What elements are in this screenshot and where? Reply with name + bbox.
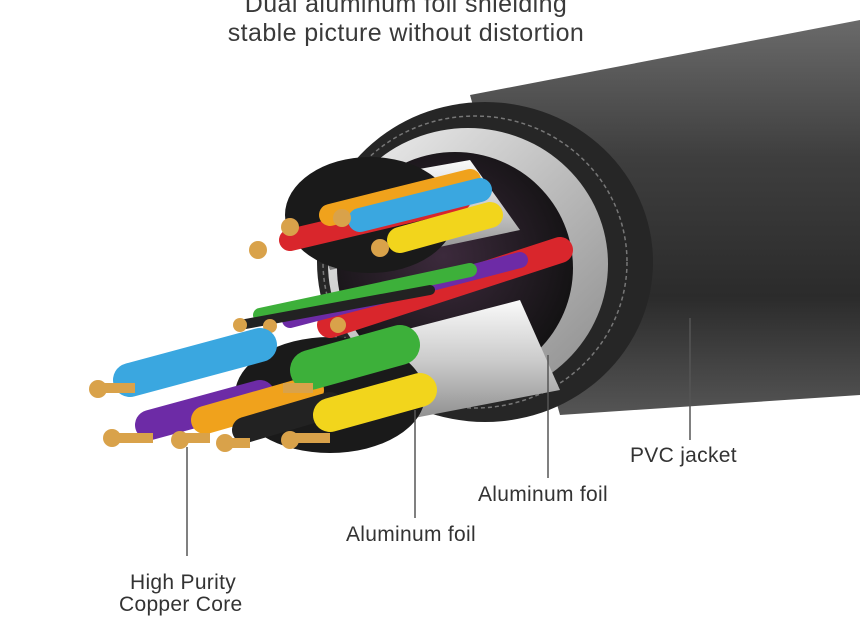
copper-core xyxy=(281,431,299,449)
headline-line-2: stable picture without distortion xyxy=(227,19,585,47)
headline-line-1: Dual aluminum foil shielding xyxy=(244,0,568,18)
copper-core xyxy=(233,318,247,332)
label-aluminum-foil-inner: Aluminum foil xyxy=(346,523,476,546)
label-pvc-jacket: PVC jacket xyxy=(630,444,737,467)
copper-core xyxy=(281,218,299,236)
copper-core xyxy=(371,239,389,257)
copper-core xyxy=(330,317,346,333)
copper-core xyxy=(333,209,351,227)
copper-core xyxy=(171,431,189,449)
label-copper-core-line-1: High Purity xyxy=(130,571,237,594)
copper-core xyxy=(249,241,267,259)
middle-wires xyxy=(233,237,573,338)
copper-core xyxy=(216,434,234,452)
outer-foil-dash xyxy=(322,115,628,409)
label-copper-core-line-2: Copper Core xyxy=(119,593,243,616)
copper-core xyxy=(103,429,121,447)
label-aluminum-foil-outer: Aluminum foil xyxy=(478,483,608,506)
lower-wires xyxy=(89,325,437,452)
copper-core xyxy=(89,380,107,398)
upper-wires xyxy=(249,169,503,259)
